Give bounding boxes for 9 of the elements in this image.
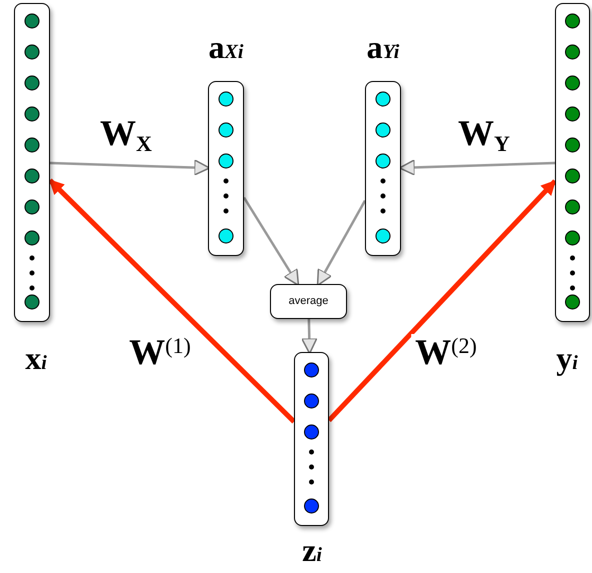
arrow [48,178,296,424]
arrow [398,159,556,176]
process-box [270,284,347,319]
arrow [316,200,366,286]
arrow [327,179,557,422]
box-label: average [288,294,328,310]
arrow [301,318,318,354]
arrow [242,196,300,286]
arrow [50,159,210,176]
